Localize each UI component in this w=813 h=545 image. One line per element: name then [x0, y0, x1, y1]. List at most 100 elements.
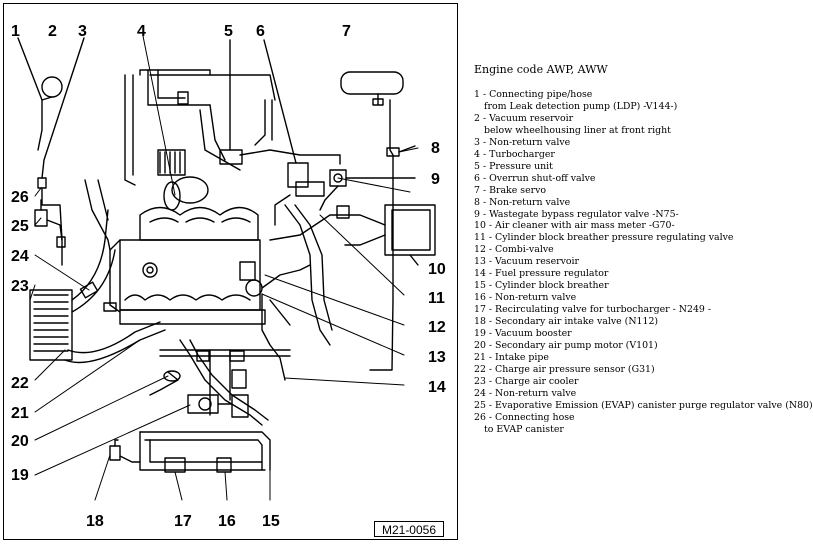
callout-4: 4 [137, 23, 146, 40]
legend-item: 23 - Charge air cooler [474, 376, 799, 388]
legend-item: 11 - Cylinder block breather pressure re… [474, 232, 799, 244]
callout-22: 22 [11, 375, 29, 392]
legend: Engine code AWP, AWW 1 - Connecting pipe… [474, 63, 813, 436]
callout-25: 25 [11, 218, 29, 235]
legend-item-text: 21 - Intake pipe [474, 351, 549, 363]
legend-item: 5 - Pressure unit [474, 161, 799, 173]
legend-item-text: 1 - Connecting pipe/hose [474, 89, 593, 100]
legend-item: 10 - Air cleaner with air mass meter -G7… [474, 220, 799, 232]
callout-5: 5 [224, 23, 233, 40]
callout-24: 24 [11, 248, 29, 265]
legend-item: 4 - Turbocharger [474, 149, 799, 161]
legend-item: 16 - Non-return valve [474, 292, 799, 304]
callout-18: 18 [86, 513, 104, 530]
legend-item-text: 16 - Non-return valve [474, 292, 577, 304]
callout-1: 1 [11, 23, 20, 40]
legend-title: Engine code AWP, AWW [474, 63, 608, 76]
legend-item-text: 22 - Charge air pressure sensor (G31) [474, 363, 655, 375]
callout-9: 9 [431, 171, 440, 188]
legend-item-text: 9 - Wastegate bypass regulator valve -N7… [474, 208, 679, 220]
legend-item-continuation: below wheelhousing liner at front right [484, 124, 671, 136]
brake-servo [340, 71, 404, 95]
legend-item-text: 20 - Secondary air pump motor (V101) [474, 340, 658, 352]
legend-item-continuation: to EVAP canister [484, 423, 564, 435]
legend-item-text: 12 - Combi-valve [474, 244, 554, 256]
callout-2: 2 [48, 23, 57, 40]
callout-20: 20 [11, 433, 29, 450]
legend-item: 8 - Non-return valve [474, 197, 799, 209]
legend-item-text: 19 - Vacuum booster [474, 328, 572, 340]
diagram-frame [3, 3, 458, 540]
legend-item-text: 3 - Non-return valve [474, 136, 571, 148]
engine-vacuum-diagram: 1234567891011121314151617181920212223242… [11, 23, 446, 530]
non-return-valve-16 [216, 457, 232, 473]
charge-air-pressure-sensor [79, 281, 99, 299]
legend-item-text: 7 - Brake servo [474, 184, 547, 196]
vacuum-reservoir-2 [41, 76, 63, 98]
legend-item-text: 6 - Overrun shut-off valve [474, 172, 596, 184]
legend-item-text: 24 - Non-return valve [474, 387, 577, 399]
non-return-valve-24 [56, 236, 66, 248]
legend-item-text: 11 - Cylinder block breather pressure re… [474, 232, 734, 244]
callout-7: 7 [342, 23, 351, 40]
legend-item-text: 25 - Evaporative Emission (EVAP) caniste… [474, 399, 813, 411]
charge-air-cooler [29, 289, 73, 361]
callout-13: 13 [428, 349, 446, 366]
legend-item-text: 10 - Air cleaner with air mass meter -G7… [474, 220, 675, 232]
legend-item: 15 - Cylinder block breather [474, 280, 799, 292]
legend-item: 17 - Recirculating valve for turbocharge… [474, 304, 799, 316]
legend-item: 13 - Vacuum reservoir [474, 256, 799, 268]
legend-item-text: 5 - Pressure unit [474, 160, 553, 172]
legend-item: 18 - Secondary air intake valve (N112) [474, 316, 799, 328]
reference-code: M21-0056 [374, 521, 444, 537]
legend-item-text: 18 - Secondary air intake valve (N112) [474, 316, 659, 328]
callout-10: 10 [428, 261, 446, 278]
turbocharger [171, 176, 209, 204]
engine-block [119, 239, 261, 311]
callout-11: 11 [428, 290, 445, 307]
callout-17: 17 [174, 513, 192, 530]
legend-item-text: 14 - Fuel pressure regulator [474, 268, 609, 280]
callout-8: 8 [431, 140, 440, 157]
callout-14: 14 [428, 379, 446, 396]
callout-12: 12 [428, 319, 446, 336]
legend-item: 24 - Non-return valve [474, 388, 799, 400]
callout-3: 3 [78, 23, 87, 40]
fuel-pressure-regulator [239, 261, 256, 281]
callout-6: 6 [256, 23, 265, 40]
legend-item-text: 2 - Vacuum reservoir [474, 112, 574, 124]
legend-item-text: 17 - Recirculating valve for turbocharge… [474, 304, 712, 316]
callout-21: 21 [11, 405, 29, 422]
callout-23: 23 [11, 278, 29, 295]
callout-26: 26 [11, 189, 29, 206]
legend-item: 7 - Brake servo [474, 185, 799, 197]
pressure-unit [219, 149, 243, 165]
secondary-air-intake-valve [109, 445, 121, 461]
legend-item: 25 - Evaporative Emission (EVAP) caniste… [474, 400, 813, 412]
legend-item-text: 8 - Non-return valve [474, 196, 571, 208]
legend-item: 22 - Charge air pressure sensor (G31) [474, 364, 799, 376]
legend-item-text: 13 - Vacuum reservoir [474, 256, 580, 268]
legend-item-continuation: from Leak detection pump (LDP) -V144-) [484, 100, 678, 112]
legend-item-text: 26 - Connecting hose [474, 411, 575, 423]
legend-item: 3 - Non-return valve [474, 137, 799, 149]
legend-item: 6 - Overrun shut-off valve [474, 173, 799, 185]
legend-item: 14 - Fuel pressure regulator [474, 268, 799, 280]
callout-15: 15 [262, 513, 280, 530]
legend-item-text: 4 - Turbocharger [474, 148, 555, 160]
callout-16: 16 [218, 513, 236, 530]
legend-item: 9 - Wastegate bypass regulator valve -N7… [474, 209, 799, 221]
legend-item: 21 - Intake pipe [474, 352, 799, 364]
legend-item: 12 - Combi-valve [474, 244, 799, 256]
legend-item-text: 15 - Cylinder block breather [474, 280, 609, 292]
legend-item: 19 - Vacuum booster [474, 328, 799, 340]
callout-19: 19 [11, 467, 29, 484]
overrun-valve [287, 162, 309, 188]
legend-item: 20 - Secondary air pump motor (V101) [474, 340, 799, 352]
